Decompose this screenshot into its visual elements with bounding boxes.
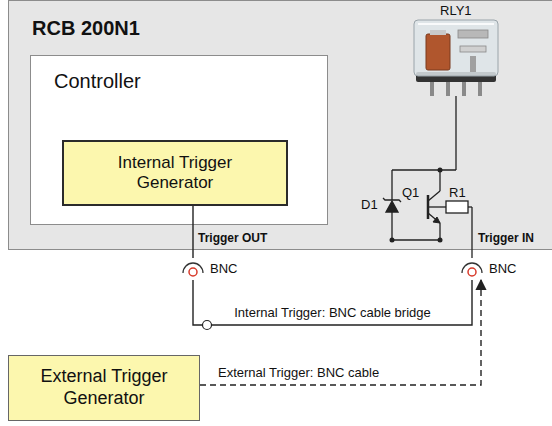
box-label: Internal Trigger Generator <box>95 153 255 194</box>
relay-symbol <box>430 30 446 35</box>
circuit-wire <box>428 206 446 207</box>
circuit-wire <box>392 96 472 258</box>
signal-name: Trigger IN <box>478 231 534 245</box>
trigger-generator-box-fill <box>63 141 287 205</box>
connector-name: BNC <box>210 261 237 277</box>
diode-symbol <box>386 201 398 212</box>
transistor-symbol <box>433 217 440 223</box>
relay-symbol <box>426 34 450 70</box>
part-name: R1 <box>449 185 466 200</box>
junction-dot <box>438 238 443 243</box>
bnc-symbol <box>180 258 206 280</box>
relay-symbol <box>460 46 486 52</box>
connector-label: Internal Trigger: BNC cable bridge <box>234 305 431 320</box>
controller-box-fill <box>31 56 328 225</box>
relay-pin <box>430 80 482 96</box>
trigger-generator-box-fill <box>9 356 200 421</box>
transistor-symbol <box>428 191 440 201</box>
trigger-generator-box: Internal Trigger Generator <box>62 140 288 206</box>
transistor-symbol <box>427 195 430 219</box>
relay-pin <box>478 80 482 96</box>
bnc-connector: BNC <box>459 258 516 280</box>
circuit-wire <box>439 223 440 240</box>
signal-name: Trigger OUT <box>198 231 267 245</box>
circuit-wire <box>439 170 440 191</box>
bnc-pin <box>189 268 197 276</box>
junction-dot <box>390 168 443 243</box>
relay-symbol <box>458 30 488 38</box>
circuit-wire <box>455 96 456 170</box>
relay-pin <box>446 80 450 96</box>
relay-symbol <box>414 20 498 76</box>
dashed-connector <box>200 280 481 385</box>
part-name: D1 <box>361 197 378 212</box>
connector-name: BNC <box>489 261 516 277</box>
connector-label: External Trigger: BNC cable <box>218 365 379 380</box>
relay-symbol <box>418 23 494 25</box>
cable-connector <box>193 280 472 325</box>
diode-symbol <box>383 198 401 202</box>
relay-pin <box>462 80 466 96</box>
box-label: External Trigger Generator <box>19 366 189 409</box>
circuit-wire <box>471 207 472 258</box>
circuit-wire <box>392 239 440 240</box>
part-name: Q1 <box>402 185 419 200</box>
relay-pin <box>430 80 434 96</box>
circuit-wire <box>391 212 392 240</box>
bnc-symbol <box>459 258 485 280</box>
transistor-symbol <box>428 213 440 223</box>
controller-box: ControllerInternal Trigger Generator <box>30 55 328 225</box>
circuit-wire <box>391 170 392 200</box>
junction-dot <box>390 238 395 243</box>
trigger-generator-box: External Trigger Generator <box>8 355 200 421</box>
part-name: RLY1 <box>440 3 472 18</box>
transistor-symbol <box>428 191 440 223</box>
relay-symbol <box>414 20 498 82</box>
bnc-connector: BNC <box>180 258 237 280</box>
cable-bead <box>203 321 212 330</box>
device-title: RCB 200N1 <box>32 16 552 40</box>
bnc-pin <box>468 268 476 276</box>
relay-symbol <box>470 56 476 72</box>
diode-symbol <box>383 198 401 212</box>
box-label: Controller <box>54 69 328 93</box>
device-panel: RCB 200N1ControllerInternal Trigger Gene… <box>8 0 552 250</box>
resistor-symbol <box>446 201 468 213</box>
resistor-symbol <box>446 201 468 213</box>
circuit-wire <box>392 169 456 170</box>
device-panel-fill <box>9 1 552 250</box>
junction-dot <box>438 168 443 173</box>
cable-connector <box>192 206 193 258</box>
